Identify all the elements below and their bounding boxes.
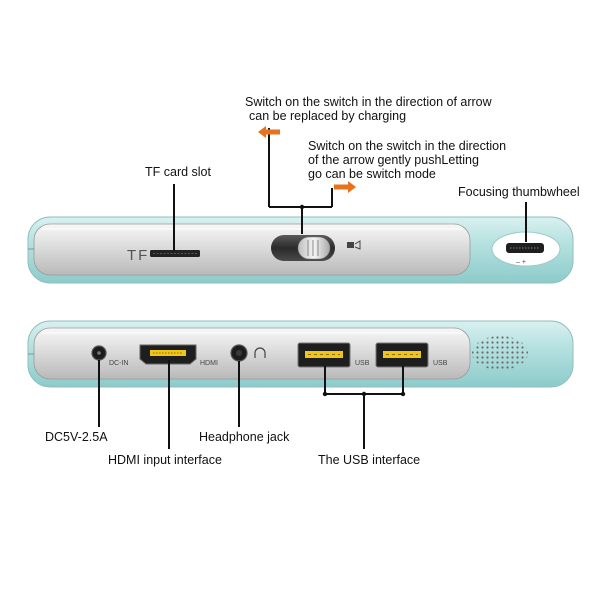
dc-power-label: DC5V-2.5A (45, 430, 108, 444)
headphone-jack-label: Headphone jack (199, 430, 290, 444)
tf-card-slot-label: TF card slot (145, 165, 212, 179)
speaker-grill (472, 336, 528, 370)
top-panel (33, 223, 471, 276)
top-view-device: TF – + (27, 216, 574, 284)
hdmi-port[interactable] (139, 344, 197, 365)
focusing-thumbwheel-label: Focusing thumbwheel (458, 185, 580, 199)
headphone-icon (254, 347, 266, 358)
hdmi-marking: HDMI (200, 360, 218, 367)
mode-slide-switch[interactable] (271, 235, 335, 261)
arrow-right-icon (334, 181, 356, 193)
side-view-device: DC-IN HDMI USB USB (27, 320, 574, 388)
callout-dots (299, 204, 406, 397)
usb-2-marking: USB (433, 360, 448, 367)
tf-marking: TF (127, 247, 149, 264)
charge-switch-text-1: Switch on the switch in the direction of… (245, 95, 493, 109)
mode-switch-text-1: Switch on the switch in the direction (308, 139, 506, 153)
arrow-left-icon (258, 126, 280, 138)
mode-switch-text-2: of the arrow gently pushLetting (308, 153, 479, 167)
hdmi-input-label: HDMI input interface (108, 453, 222, 467)
usb-1-marking: USB (355, 360, 370, 367)
dc-in-marking: DC-IN (109, 360, 128, 367)
switch-knob[interactable] (297, 236, 331, 260)
mode-switch-text-3: go can be switch mode (308, 167, 436, 181)
usb-port-1[interactable] (297, 342, 351, 368)
usb-port-2[interactable] (375, 342, 429, 368)
usb-interface-label: The USB interface (318, 453, 420, 467)
side-panel (33, 327, 471, 380)
thumbwheel-ticks: – + (516, 259, 526, 266)
charge-switch-text-2: can be replaced by charging (249, 109, 406, 123)
camera-icon (347, 240, 361, 250)
